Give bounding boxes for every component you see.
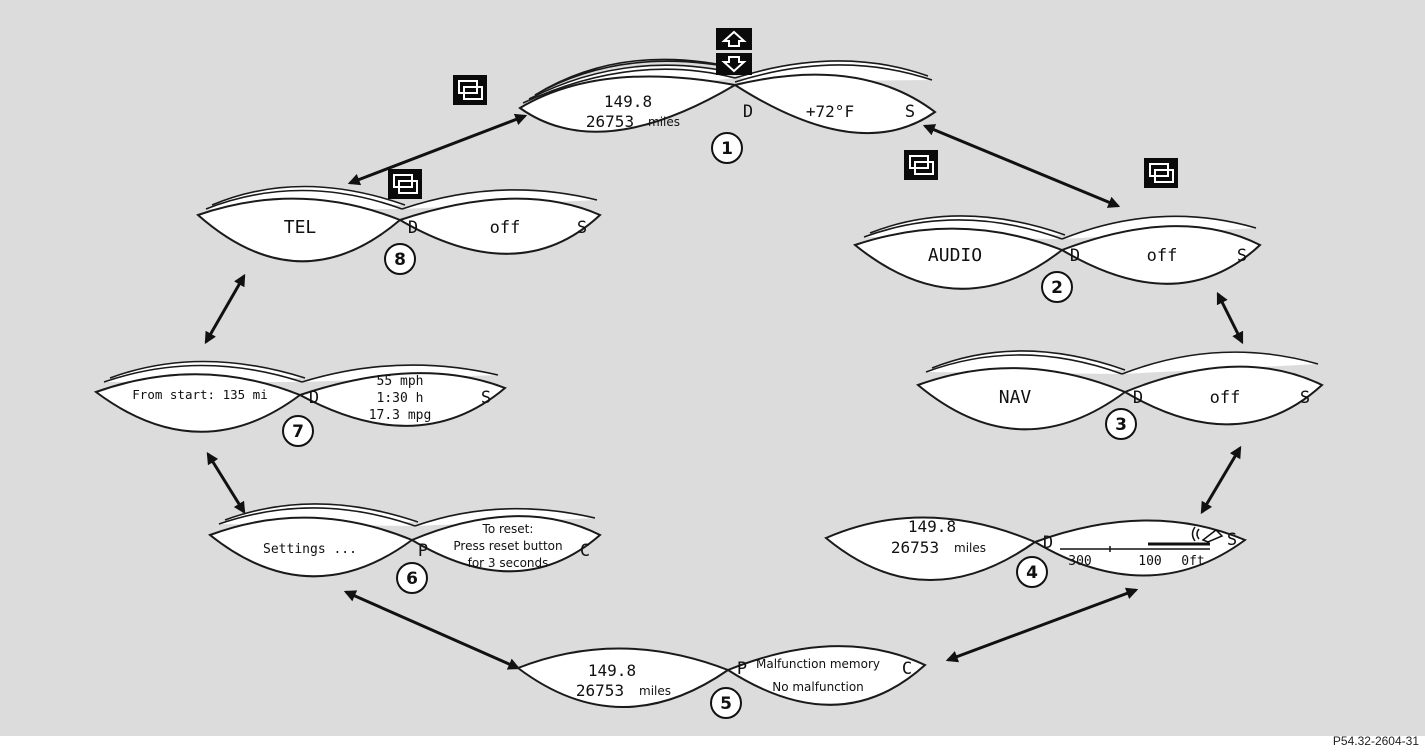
connector-6-7 bbox=[206, 451, 246, 515]
screen-1-left-unit: miles bbox=[648, 115, 680, 129]
screen-7-left-label: From start: 135 mi bbox=[132, 387, 267, 402]
screen-4-left-line2: 26753 bbox=[891, 538, 939, 557]
screen-8-right-lens bbox=[397, 197, 602, 255]
screen-3-letter-right: S bbox=[1300, 388, 1310, 408]
screen-7-right-lens bbox=[297, 372, 507, 427]
connector-8-1 bbox=[347, 113, 528, 186]
scale-label-0ft: 0ft bbox=[1181, 554, 1204, 569]
screen-8-letter-left: D bbox=[408, 218, 418, 238]
svg-text:4: 4 bbox=[1026, 563, 1038, 583]
screen-6-right-lens bbox=[409, 515, 602, 573]
screen-6-right-line3: for 3 seconds bbox=[468, 556, 549, 570]
screen-5-left-unit: miles bbox=[639, 684, 671, 698]
screen-3-right-label: off bbox=[1210, 388, 1241, 408]
screen-6-right-line1: To reset: bbox=[482, 522, 534, 536]
screen-8-letter-right: S bbox=[577, 218, 587, 238]
screen-5-letter-left: P bbox=[737, 659, 747, 679]
screen-7-letter-left: D bbox=[309, 388, 319, 408]
screen-1-right-label: +72°F bbox=[806, 102, 854, 121]
screen-3-left-label: NAV bbox=[999, 387, 1032, 408]
svg-text:7: 7 bbox=[292, 422, 304, 442]
screen-6-left-label: Settings ... bbox=[263, 542, 357, 557]
screen-7-letter-right: S bbox=[481, 388, 491, 408]
screen-5-left-line1: 149.8 bbox=[588, 661, 636, 680]
screen-2-right-label: off bbox=[1147, 246, 1178, 266]
screen-7-right-line1: 55 mph bbox=[377, 374, 424, 389]
screen-4-left-unit: miles bbox=[954, 541, 986, 555]
screen-2-number-badge: 2 bbox=[1041, 271, 1073, 303]
screen-1: 149.8 26753 miles D +72°F S 1 bbox=[518, 58, 937, 164]
screen-2-letter-right: S bbox=[1237, 246, 1247, 266]
menu-window-icon bbox=[453, 75, 487, 105]
screen-1-letter-left: D bbox=[743, 102, 753, 122]
screen-3-number-badge: 3 bbox=[1105, 408, 1137, 440]
scale-label-100: 100 bbox=[1138, 554, 1161, 569]
screen-8-number-badge: 8 bbox=[384, 243, 416, 275]
screen-3-letter-left: D bbox=[1133, 388, 1143, 408]
arrow-down-icon bbox=[716, 53, 752, 75]
menu-window-icon bbox=[1144, 158, 1178, 188]
screen-6-letter-right: C bbox=[580, 541, 590, 561]
screen-2-letter-left: D bbox=[1070, 246, 1080, 266]
screen-6: Settings ... P To reset: Press reset but… bbox=[207, 503, 602, 594]
screen-6-letter-left: P bbox=[418, 541, 428, 561]
svg-text:5: 5 bbox=[720, 694, 732, 714]
screen-8-left-label: TEL bbox=[284, 217, 317, 238]
screen-7: From start: 135 mi D 55 mph 1:30 h 17.3 … bbox=[93, 360, 507, 447]
svg-text:6: 6 bbox=[406, 569, 418, 589]
screen-4-left-line1: 149.8 bbox=[908, 517, 956, 536]
screen-8-right-label: off bbox=[490, 218, 521, 238]
menu-window-icon bbox=[904, 150, 938, 180]
connectors bbox=[204, 113, 1244, 670]
parking-sensor-scale: 300 100 0ft bbox=[1060, 542, 1210, 569]
screen-4: 149.8 26753 miles D 300 100 0ft S 4 bbox=[824, 516, 1248, 588]
screen-7-right-line3: 17.3 mpg bbox=[369, 408, 432, 423]
connector-3-4 bbox=[1200, 445, 1242, 515]
figure-reference: P54.32-2604-31 bbox=[1332, 734, 1419, 748]
menu-window-icon bbox=[388, 169, 422, 199]
screen-2-right-lens bbox=[1059, 225, 1262, 285]
screen-1-left-line2: 26753 bbox=[586, 112, 634, 131]
screen-2-left-label: AUDIO bbox=[928, 245, 982, 266]
arrow-up-icon bbox=[716, 28, 752, 50]
connector-2-3 bbox=[1216, 291, 1244, 345]
screen-4-number-badge: 4 bbox=[1016, 556, 1048, 588]
connector-1-2 bbox=[922, 124, 1121, 208]
screen-7-number-badge: 7 bbox=[282, 415, 314, 447]
screen-7-right-line2: 1:30 h bbox=[377, 391, 424, 406]
svg-text:1: 1 bbox=[721, 139, 733, 159]
screen-6-right-line2: Press reset button bbox=[453, 539, 562, 553]
connector-5-6 bbox=[343, 590, 521, 670]
screen-8: TEL D off S 8 bbox=[196, 185, 602, 275]
screen-5-left-line2: 26753 bbox=[576, 681, 624, 700]
screen-2: AUDIO D off S 2 bbox=[852, 215, 1262, 303]
screen-1-letter-right: S bbox=[905, 102, 915, 122]
parking-sensor-icon bbox=[1191, 526, 1224, 543]
screen-3: NAV D off S 3 bbox=[916, 350, 1324, 440]
screen-3-right-lens bbox=[1122, 365, 1324, 426]
screen-5-number-badge: 5 bbox=[710, 687, 742, 719]
connector-7-8 bbox=[204, 273, 246, 345]
screen-5-right-lens bbox=[725, 645, 927, 706]
svg-text:8: 8 bbox=[394, 250, 406, 270]
screen-1-left-line1: 149.8 bbox=[604, 92, 652, 111]
screen-5-right-line1: Malfunction memory bbox=[756, 657, 880, 671]
screen-5-letter-right: C bbox=[902, 659, 912, 679]
svg-text:3: 3 bbox=[1115, 415, 1127, 435]
screen-5-right-line2: No malfunction bbox=[772, 680, 864, 694]
screen-1-right-lens bbox=[732, 73, 937, 135]
screen-4-letter-left: D bbox=[1043, 533, 1053, 553]
scale-label-300: 300 bbox=[1068, 554, 1091, 569]
svg-text:2: 2 bbox=[1051, 278, 1063, 298]
screen-5: 149.8 26753 miles P Malfunction memory N… bbox=[515, 645, 927, 719]
screen-4-letter-right: S bbox=[1227, 530, 1237, 550]
screen-6-number-badge: 6 bbox=[396, 562, 428, 594]
connector-4-5 bbox=[945, 587, 1139, 663]
screen-1-number-badge: 1 bbox=[711, 132, 743, 164]
